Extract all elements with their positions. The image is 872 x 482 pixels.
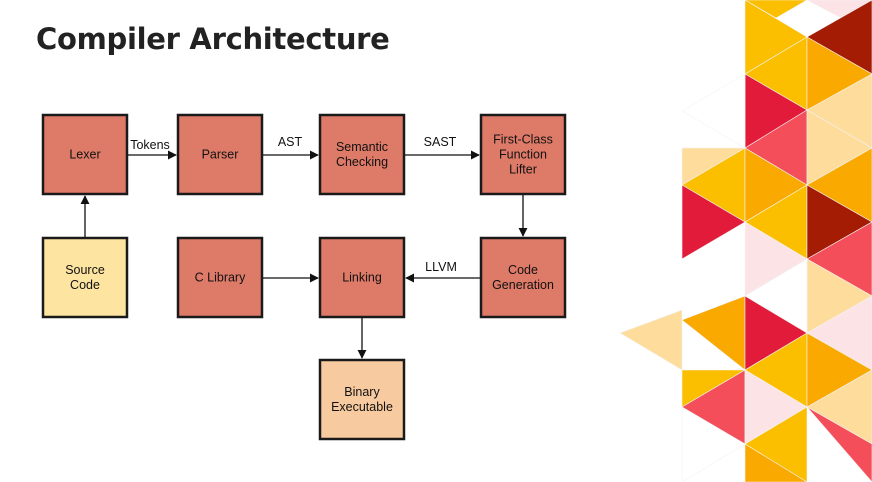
node-parser: Parser xyxy=(176,113,264,196)
node-label: Executable xyxy=(331,400,393,414)
edge-label: AST xyxy=(278,135,303,149)
node-label: Semantic xyxy=(336,140,388,154)
node-box xyxy=(176,113,264,196)
edge-parser-to-semantic-checking: AST xyxy=(262,135,319,160)
slide-title: Compiler Architecture xyxy=(36,22,390,56)
decorative-triangle xyxy=(806,406,872,482)
node-label: Lifter xyxy=(509,163,537,177)
edge-label: LLVM xyxy=(425,260,457,274)
node-label: Lexer xyxy=(69,148,100,162)
decorative-triangle xyxy=(681,184,746,260)
node-box xyxy=(318,236,406,319)
node-label: Code xyxy=(508,263,538,277)
node-label: Generation xyxy=(492,278,554,292)
node-label: Linking xyxy=(342,271,382,285)
node-linking: Linking xyxy=(318,236,406,319)
node-label: Checking xyxy=(336,155,388,169)
node-label: C Library xyxy=(195,271,246,285)
edge-code-generation-to-linking: LLVM xyxy=(405,260,481,283)
edge-semantic-checking-to-first-class-function-lifter: SAST xyxy=(404,135,480,160)
node-box xyxy=(41,236,129,319)
node-label: Function xyxy=(499,148,547,162)
node-box xyxy=(318,113,406,196)
node-label: Parser xyxy=(202,148,239,162)
decorative-triangle xyxy=(681,73,746,149)
decorative-triangle xyxy=(681,295,746,371)
node-label: Code xyxy=(70,278,100,292)
node-box xyxy=(318,358,406,441)
node-box xyxy=(479,236,567,319)
edges-layer: Tokens AST SAST LLVM xyxy=(80,135,528,359)
edge-label: SAST xyxy=(424,135,457,149)
node-box xyxy=(41,113,129,196)
node-label: Source xyxy=(65,263,105,277)
edge-label: Tokens xyxy=(130,138,170,152)
node-box xyxy=(176,236,264,319)
node-box xyxy=(479,113,567,196)
edge-lexer-to-parser: Tokens xyxy=(127,138,177,160)
node-lexer: Lexer xyxy=(41,113,129,196)
decorative-triangle xyxy=(681,406,746,482)
decorative-triangle xyxy=(619,309,683,371)
node-c-library: C Library xyxy=(176,236,264,319)
node-label: Binary xyxy=(344,385,380,399)
node-label: First-Class xyxy=(493,133,553,147)
decorative-triangle xyxy=(744,443,808,482)
